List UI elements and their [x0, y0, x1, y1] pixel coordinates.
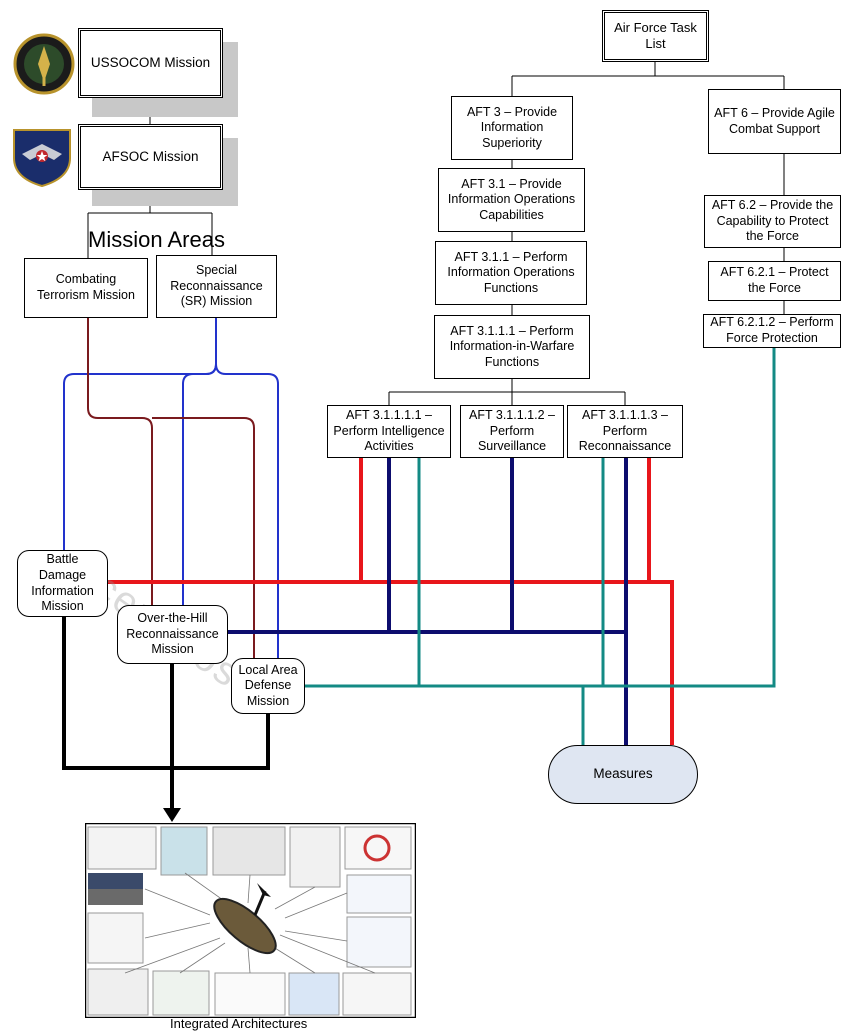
navy-links: [228, 458, 628, 745]
measures-node: Measures: [548, 745, 698, 804]
aft311-box: AFT 3.1.1 – Perform Information Operatio…: [435, 241, 587, 305]
integrated-architectures-collage: [85, 823, 416, 1018]
afsoc-mission-box: AFSOC Mission: [78, 124, 223, 190]
aft3-box: AFT 3 – Provide Information Superiority: [451, 96, 573, 160]
architecture-links: [62, 617, 270, 822]
aft31113-box: AFT 3.1.1.1.3 – Perform Reconnaissance: [567, 405, 683, 458]
battle-damage-box: Battle Damage Information Mission: [17, 550, 108, 617]
over-the-hill-box: Over-the-Hill Reconnaissance Mission: [117, 605, 228, 664]
sr-mission-links: [63, 318, 279, 658]
teal-links: [305, 348, 776, 745]
aft31-box: AFT 3.1 – Provide Information Operations…: [438, 168, 585, 232]
combating-terrorism-box: Combating Terrorism Mission: [24, 258, 148, 318]
aft62-box: AFT 6.2 – Provide the Capability to Prot…: [704, 195, 841, 248]
ussocom-seal-logo: [13, 33, 75, 95]
aft621-box: AFT 6.2.1 – Protect the Force: [708, 261, 841, 301]
aft31112-box: AFT 3.1.1.1.2 – Perform Surveillance: [460, 405, 564, 458]
aft31111-box: AFT 3.1.1.1.1 – Perform Intelligence Act…: [327, 405, 451, 458]
ussocom-mission-box: USSOCOM Mission: [78, 28, 223, 98]
special-reconnaissance-box: Special Reconnaissance (SR) Mission: [156, 255, 277, 318]
aft6212-box: AFT 6.2.1.2 – Perform Force Protection: [703, 314, 841, 348]
red-links: [108, 458, 674, 745]
aft3111-box: AFT 3.1.1.1 – Perform Information-in-War…: [434, 315, 590, 379]
combating-mission-links: [87, 318, 255, 658]
local-area-defense-box: Local Area Defense Mission: [231, 658, 305, 714]
aft6-box: AFT 6 – Provide Agile Combat Support: [708, 89, 841, 154]
task-list-box: Air Force Task List: [602, 10, 709, 62]
afsoc-shield-logo: [13, 129, 71, 188]
tree-connectors: [87, 62, 785, 405]
mission-areas-heading: Mission Areas: [88, 227, 225, 252]
integrated-architectures-label: Integrated Architectures: [170, 1016, 308, 1031]
